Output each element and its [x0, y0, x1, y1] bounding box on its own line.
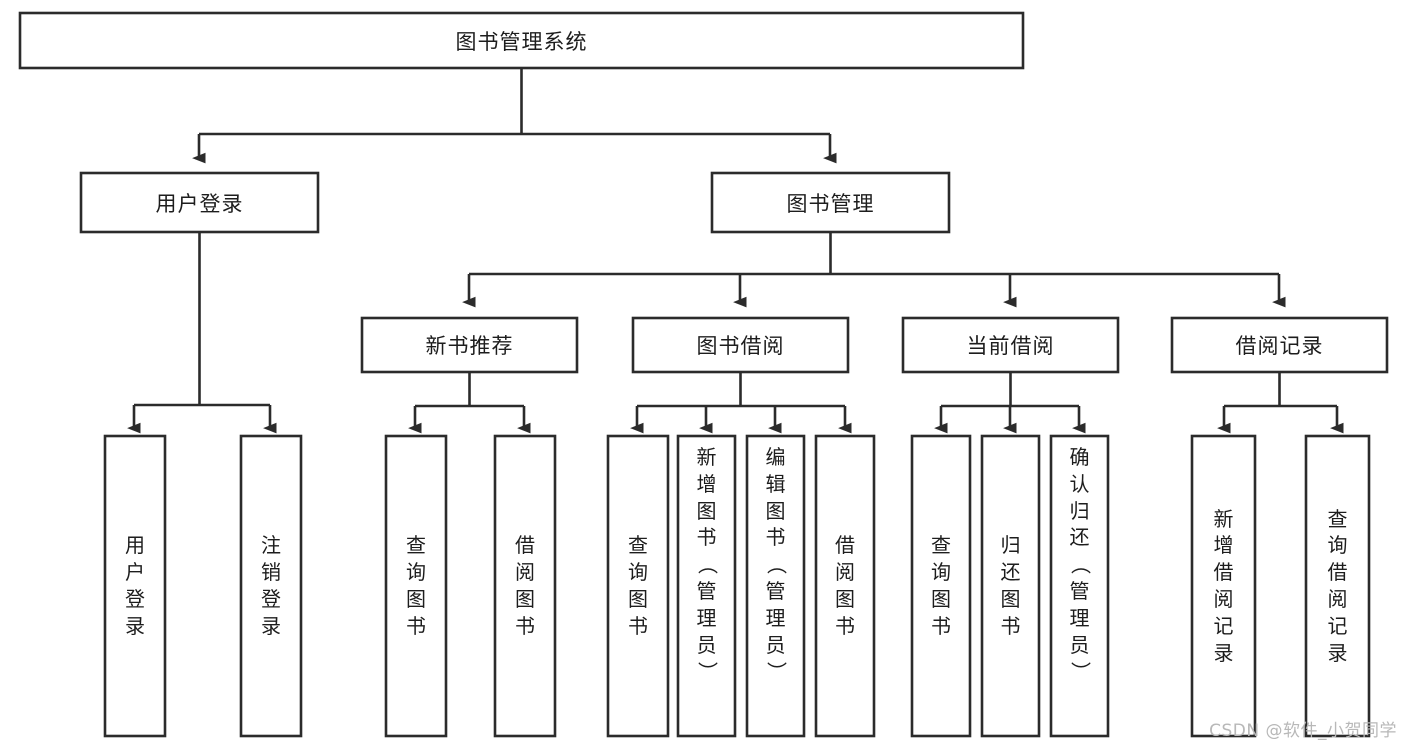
leaf-box-edit-book-admin[interactable] [745, 434, 806, 738]
node-current-borrow-box[interactable] [901, 316, 1120, 374]
leaf-box-borrow-book-recommend[interactable] [493, 434, 557, 738]
node-book-borrow-box[interactable] [631, 316, 850, 374]
leaf-box-query-borrow-record[interactable] [1304, 434, 1371, 738]
leaf-box-return-book[interactable] [980, 434, 1041, 738]
leaf-box-query-book-borrow[interactable] [606, 434, 670, 738]
node-root-box[interactable] [18, 11, 1025, 70]
node-borrow-record-box[interactable] [1170, 316, 1389, 374]
leaf-box-confirm-return-admin[interactable] [1049, 434, 1110, 738]
leaf-box-query-book-recommend[interactable] [384, 434, 448, 738]
node-user-login-box[interactable] [79, 171, 320, 234]
leaf-box-logout[interactable] [239, 434, 303, 738]
node-book-manage-box[interactable] [710, 171, 951, 234]
node-new-book-recommend-box[interactable] [360, 316, 579, 374]
leaf-box-query-book-current[interactable] [910, 434, 972, 738]
leaf-box-borrow-book[interactable] [814, 434, 876, 738]
leaf-box-add-book-admin[interactable] [676, 434, 737, 738]
watermark-text: CSDN @软件_小贺同学 [1209, 721, 1397, 741]
leaf-box-user-login[interactable] [103, 434, 167, 738]
leaf-box-add-borrow-record[interactable] [1190, 434, 1257, 738]
